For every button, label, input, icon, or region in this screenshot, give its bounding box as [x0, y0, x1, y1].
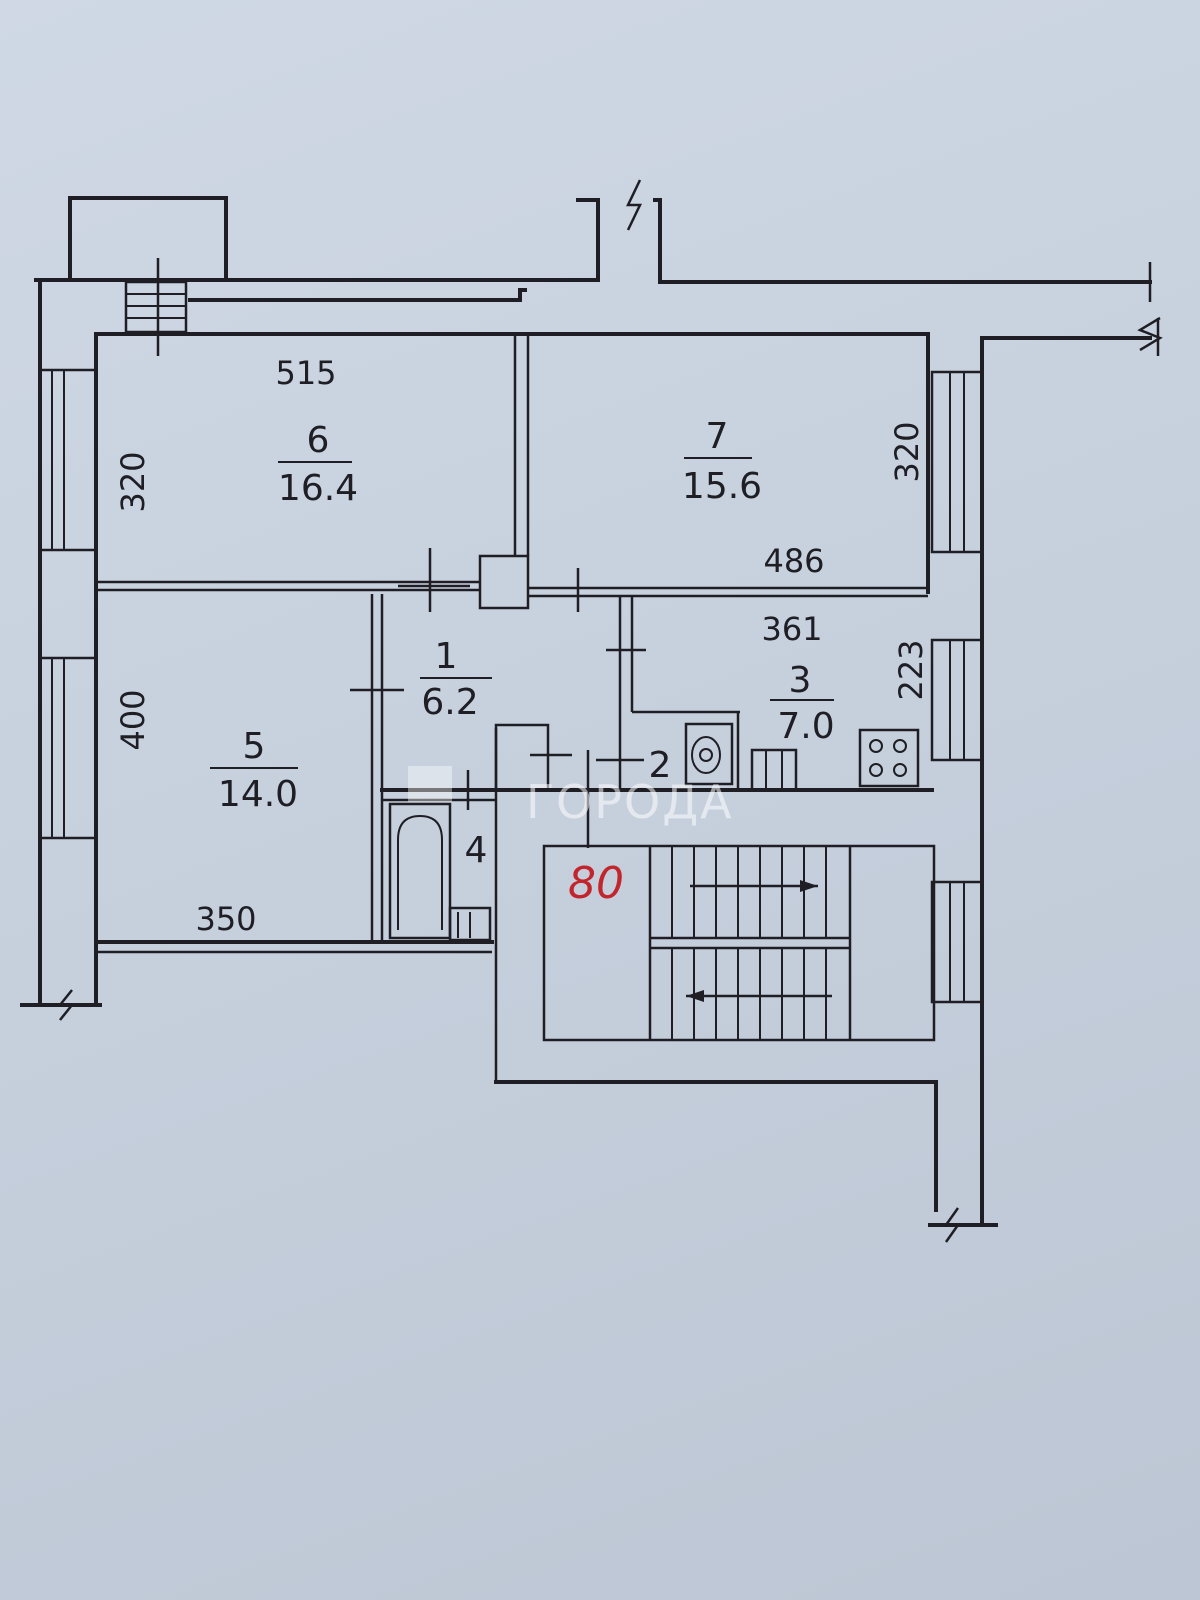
dimension-labels: 515 320 486 320 361 223 400 350 [114, 354, 930, 938]
stove-icon [858, 728, 920, 788]
dim-room3-width: 361 [761, 610, 822, 648]
toilet-icon [684, 722, 734, 786]
fixtures [388, 722, 920, 942]
room-3-number: 3 [789, 660, 812, 701]
room-5-area: 14.0 [218, 774, 298, 815]
dim-room7-depth: 320 [888, 421, 926, 482]
dim-room7-width: 486 [763, 542, 824, 580]
room-7-area: 15.6 [682, 466, 762, 507]
dim-room3-depth: 223 [892, 639, 930, 700]
balcony-ladder [124, 258, 188, 356]
door-marks [350, 548, 646, 848]
room-3-area: 7.0 [777, 706, 834, 747]
room-1-area: 6.2 [421, 682, 478, 723]
apartment-mark: 80 [568, 858, 624, 909]
interior-walls [94, 336, 938, 1212]
dim-room6-width: 515 [275, 354, 336, 392]
room-7-number: 7 [706, 416, 729, 457]
room-4-number: 4 [465, 830, 488, 871]
watermark-text: ГОРОДА [526, 775, 734, 829]
room-5-number: 5 [243, 726, 266, 767]
room-labels: 6 16.4 7 15.6 1 6.2 3 7.0 5 14.0 2 4 [210, 416, 835, 871]
walls [20, 179, 1163, 1243]
room-6-number: 6 [307, 420, 330, 461]
staircase [648, 846, 852, 1040]
dim-room6-depth: 320 [114, 451, 152, 512]
dim-room5-width: 350 [195, 900, 256, 938]
room-6-area: 16.4 [278, 468, 358, 509]
dim-room5-depth: 400 [114, 689, 152, 750]
watermark: ГОРОДА [408, 766, 734, 829]
room-1-number: 1 [435, 636, 458, 677]
room-2-number: 2 [649, 745, 672, 786]
